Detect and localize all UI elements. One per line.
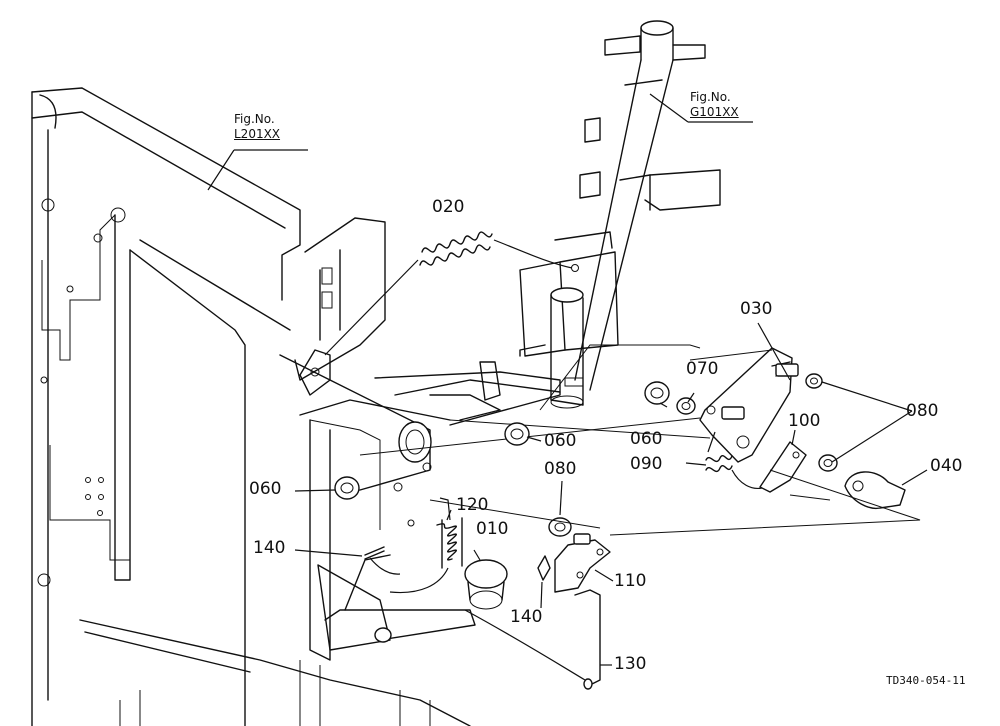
part-label-120: 120 — [456, 495, 489, 515]
part-label-020: 020 — [432, 197, 465, 217]
steering-column — [519, 20, 721, 409]
exploded-assembly — [359, 344, 921, 536]
fig-ref-code: L201XX — [234, 127, 281, 141]
spring-020 — [324, 231, 573, 356]
part-label-110: 110 — [614, 571, 647, 591]
part-label-080-right: 080 — [906, 401, 939, 421]
part-label-060-center: 060 — [544, 431, 577, 451]
fig-ref-l201xx: Fig.No. L201XX — [234, 112, 280, 142]
fig-ref-title: Fig.No. — [690, 90, 731, 104]
part-label-010: 010 — [476, 519, 509, 539]
pivot-bracket — [279, 217, 561, 661]
part-label-070: 070 — [686, 359, 719, 379]
fig-ref-g101xx: Fig.No. G101XX — [690, 90, 739, 120]
part-label-090: 090 — [630, 454, 663, 474]
left-housing — [31, 87, 471, 726]
part-label-060-right: 060 — [630, 429, 663, 449]
fig-ref-title: Fig.No. — [234, 112, 275, 126]
part-label-030: 030 — [740, 299, 773, 319]
lower-parts — [334, 422, 611, 690]
part-label-060-left: 060 — [249, 479, 282, 499]
drawing-code: TD340-054-11 — [886, 674, 966, 687]
part-label-080-lower: 080 — [544, 459, 577, 479]
part-label-040: 040 — [930, 456, 963, 476]
fig-ref-code: G101XX — [690, 105, 739, 119]
part-label-130: 130 — [614, 654, 647, 674]
part-label-100: 100 — [788, 411, 821, 431]
leader-lines — [207, 93, 928, 666]
part-label-140-lower: 140 — [510, 607, 543, 627]
part-label-140-left: 140 — [253, 538, 286, 558]
